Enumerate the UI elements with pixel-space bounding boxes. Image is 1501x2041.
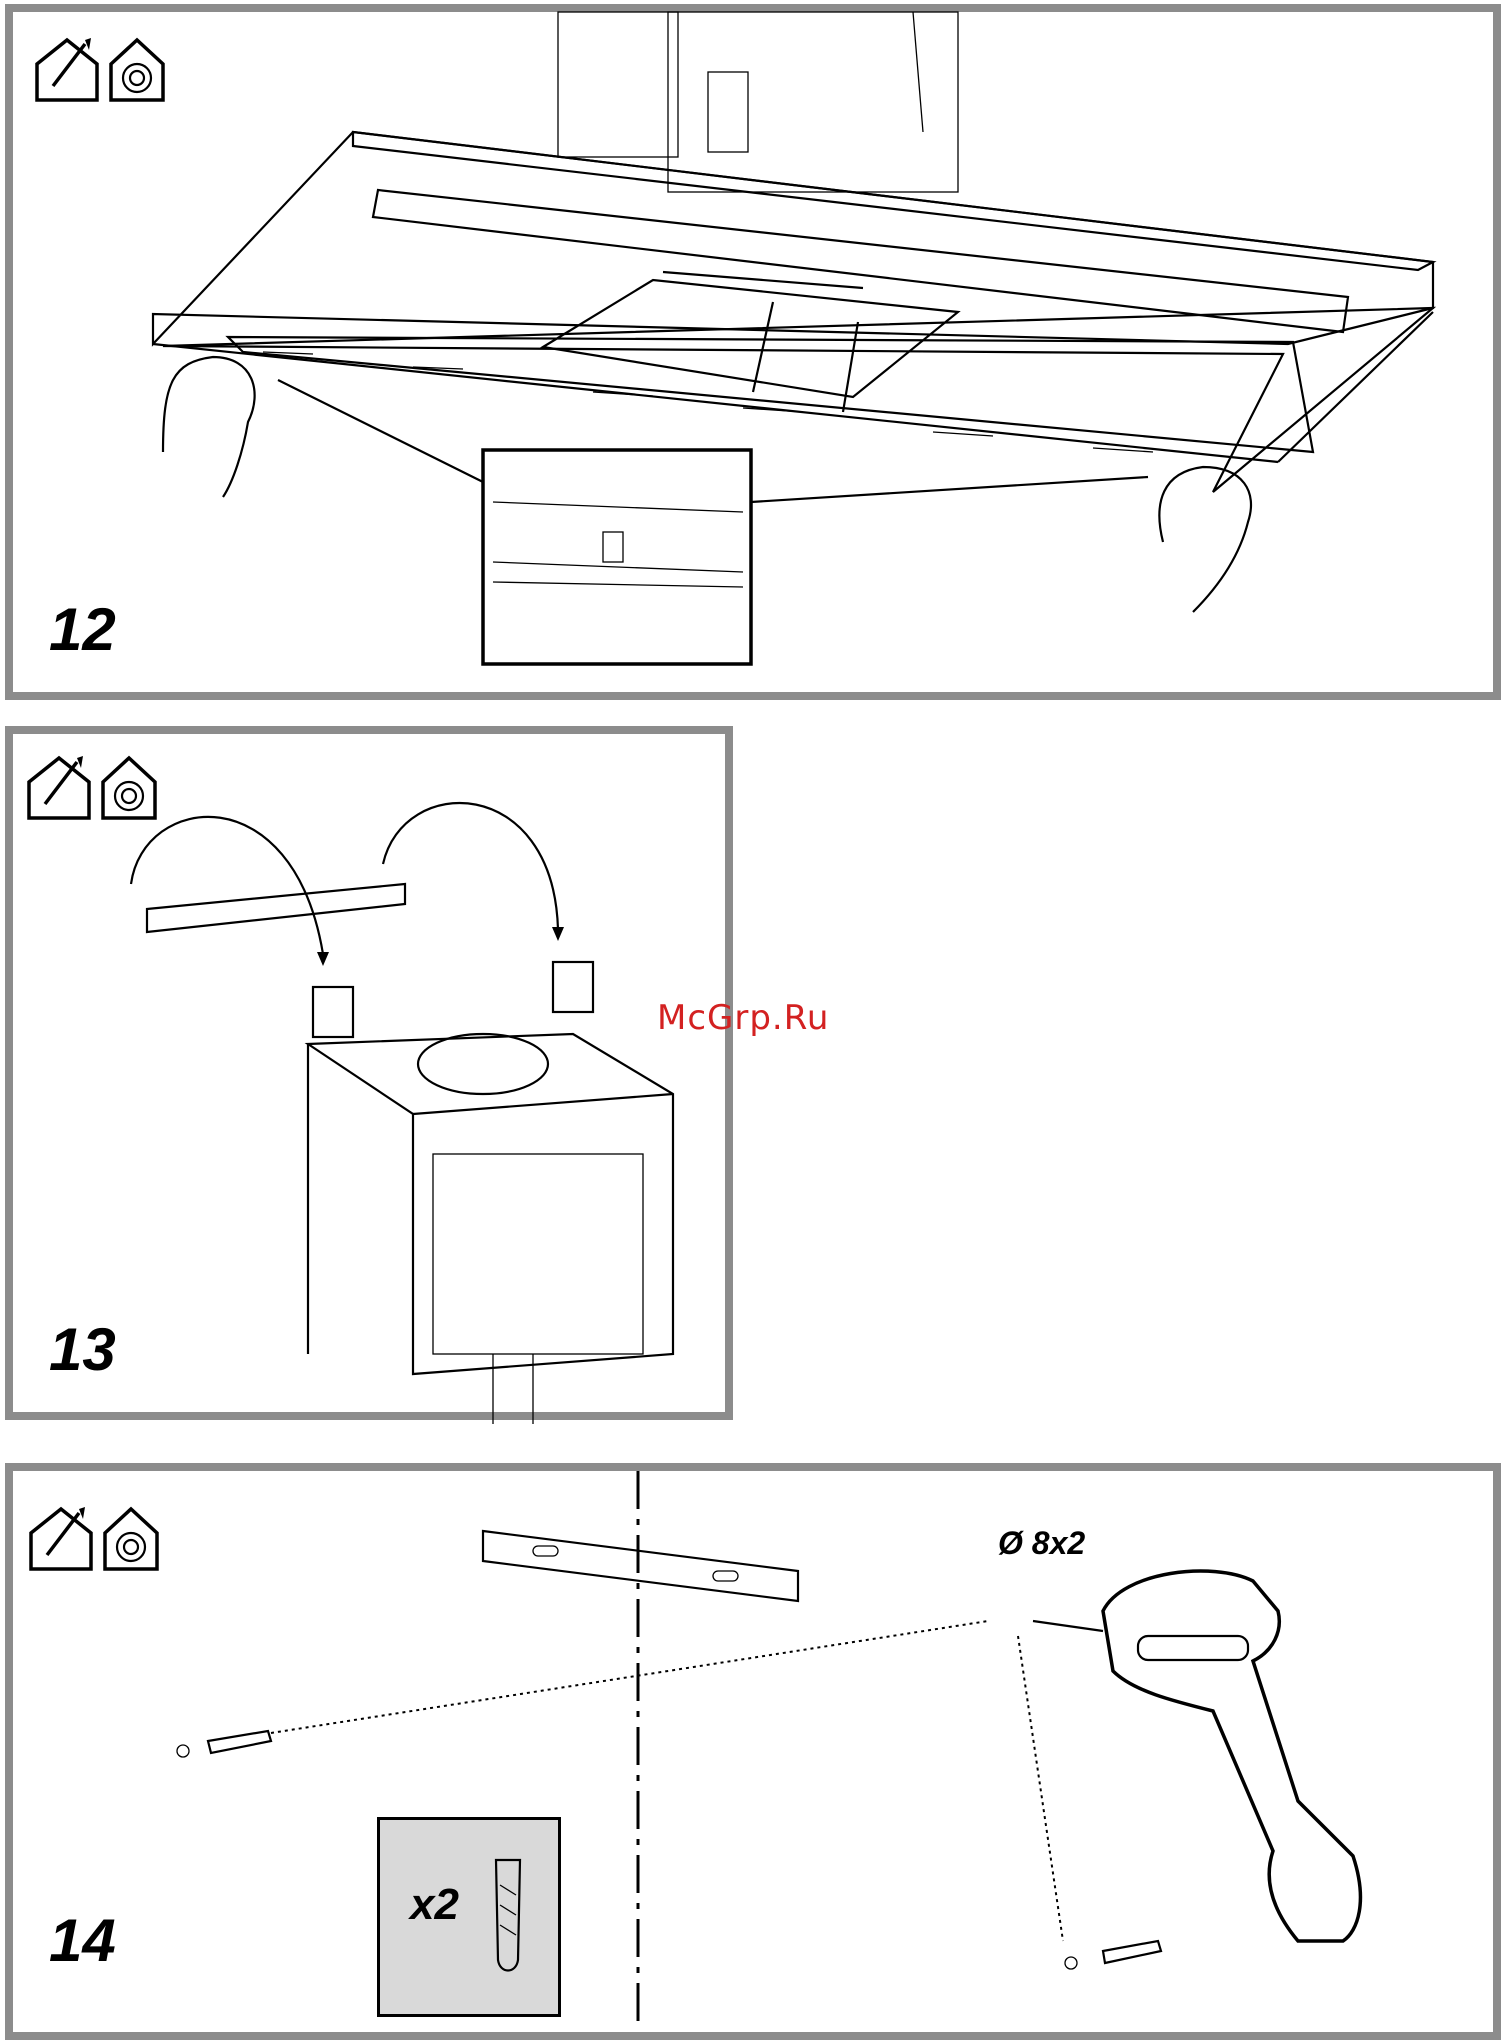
quantity-box: x2 bbox=[377, 1817, 561, 2017]
wall-plug-icon bbox=[488, 1850, 528, 1980]
wall-plug-right bbox=[1065, 1941, 1161, 1969]
bracket bbox=[483, 1531, 798, 1601]
wall-plug-left bbox=[177, 1731, 271, 1757]
drilling-illustration bbox=[13, 1471, 1493, 2031]
step-number: 14 bbox=[49, 1911, 116, 1971]
step-13-panel: 13 bbox=[5, 726, 733, 1420]
hood-underside-illustration bbox=[13, 12, 1493, 692]
right-hand bbox=[1159, 467, 1251, 612]
step-12-panel: 12 bbox=[5, 4, 1501, 700]
arrow-left bbox=[131, 817, 323, 954]
watermark: McGrp.Ru bbox=[657, 998, 829, 1038]
arrow-right bbox=[383, 803, 558, 929]
bracket-mounting-illustration bbox=[13, 734, 725, 1414]
step-number: 13 bbox=[49, 1320, 116, 1380]
left-hand bbox=[163, 357, 255, 497]
drill-size-label: Ø 8x2 bbox=[998, 1525, 1085, 1562]
detail-callout-box bbox=[483, 450, 751, 664]
quantity-label: x2 bbox=[410, 1880, 459, 1930]
step-number: 12 bbox=[49, 600, 116, 660]
bracket bbox=[147, 884, 405, 932]
drill bbox=[1033, 1571, 1360, 1941]
step-14-panel: 14 bbox=[5, 1463, 1501, 2040]
